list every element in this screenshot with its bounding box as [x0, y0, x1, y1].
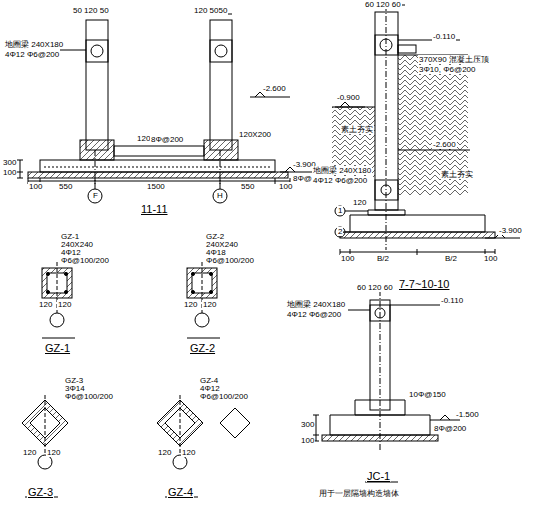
dimension-label: 120 — [183, 300, 198, 309]
dimension-label: 素土夯实 — [340, 125, 374, 134]
dimension-label: 素土夯实 — [440, 170, 474, 179]
dimension-label: 100 — [28, 182, 43, 191]
dimension-label: 300 — [2, 158, 17, 167]
dimension-label: 120 — [22, 448, 37, 457]
dimension-label: 地圈梁 240X180 — [4, 40, 64, 49]
section-title: GZ-4 — [167, 486, 194, 498]
dimension-label: 地圈梁 240X180 — [286, 300, 346, 309]
dimension-label: -0.110 — [432, 32, 456, 41]
dimension-label: -3.900 — [498, 226, 523, 235]
dimension-label: 地圈梁 240X180 — [312, 166, 372, 175]
dimension-label: 8Φ@200 — [433, 424, 467, 433]
dimension-label: 120 — [157, 448, 172, 457]
dimension-label: 3Φ10, Φ6@200 — [418, 65, 476, 74]
dimension-label: 300 — [300, 420, 315, 429]
dimension-label: Φ6@100/200 — [205, 256, 255, 265]
dimension-label: 10Φ@150 — [408, 390, 447, 399]
dimension-label: 60 120 60 — [356, 283, 394, 292]
dimension-label: 120 — [181, 448, 196, 457]
dimension-label: B/2 — [376, 254, 390, 263]
dimension-label: -2.600 — [262, 84, 287, 93]
dimension-label: 8Φ@200 — [150, 135, 184, 144]
dimension-label: 550 — [240, 182, 255, 191]
dimension-label: 1500 — [146, 182, 166, 191]
dimension-label: 370X90 混凝土压顶 — [418, 55, 490, 64]
section-title: GZ-1 — [44, 342, 71, 354]
dimension-label: 100 — [2, 168, 17, 177]
dimension-label: 4Φ12 Φ6@200 — [286, 310, 342, 319]
dimension-label: F — [92, 191, 99, 200]
dimension-label: Φ6@100/200 — [64, 392, 114, 401]
dimension-label: -0.110 — [440, 296, 464, 305]
section-title: 7-7~10-10 — [398, 278, 450, 290]
dimension-label: Φ6@100/200 — [60, 256, 110, 265]
dimension-label: 1 — [337, 206, 343, 215]
dimension-label: 550 — [58, 182, 73, 191]
dimension-label: 120 — [352, 198, 367, 207]
dimension-label: 120 5050 — [193, 6, 228, 15]
dimension-label: -1.500 — [455, 410, 480, 419]
dimension-label: 50 120 50 — [72, 6, 110, 15]
dimension-label: 用于一层隔墙构造墙体 — [318, 489, 400, 498]
column-sections — [22, 262, 250, 497]
dimension-label: B/2 — [444, 254, 458, 263]
dimension-label: 100 — [278, 182, 293, 191]
dimension-label: 4Φ12 Φ6@200 — [4, 50, 60, 59]
section-title: JC-1 — [366, 470, 391, 482]
dimension-label: 120 — [202, 300, 217, 309]
dimension-label: -2.600 — [432, 140, 457, 149]
dimension-label: 2 — [337, 227, 343, 236]
dimension-label: 100 — [340, 254, 355, 263]
dimension-label: 120 — [38, 300, 53, 309]
dimension-label: H — [216, 191, 224, 200]
dimension-label: -0.900 — [336, 93, 361, 102]
section-title: GZ-2 — [189, 342, 216, 354]
dimension-label: 100 — [300, 436, 315, 445]
section-7-7 — [332, 5, 520, 255]
dimension-label: 120 — [57, 300, 72, 309]
section-title: 11-11 — [140, 203, 169, 215]
dimension-label: 100 — [483, 254, 498, 263]
dimension-label: Φ6@100/200 — [199, 392, 249, 401]
dimension-label: 120X200 — [238, 130, 272, 139]
dimension-label: 4Φ12 Φ6@200 — [312, 176, 368, 185]
dimension-label: 60 120 60 — [364, 0, 402, 9]
dimension-label: 120 — [46, 448, 61, 457]
section-title: GZ-3 — [27, 486, 54, 498]
